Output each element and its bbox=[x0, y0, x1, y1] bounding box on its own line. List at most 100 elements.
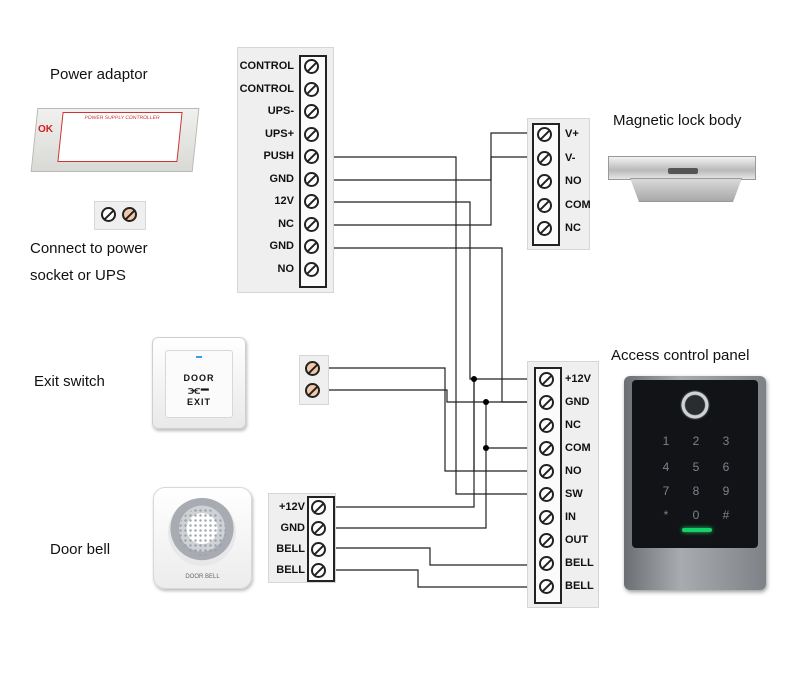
keypad-key: 3 bbox=[722, 434, 730, 448]
magnetic-lock-cable bbox=[668, 168, 698, 174]
power-terminal-label: UPS- bbox=[267, 105, 294, 117]
power-adaptor-logo: OK bbox=[38, 124, 53, 135]
power-terminal-label: UPS+ bbox=[264, 127, 294, 140]
power-terminal-label: PUSH bbox=[263, 150, 294, 162]
access-panel-label: Access control panel bbox=[611, 347, 750, 364]
power-adaptor-plate-title: POWER SUPPLY CONTROLLER bbox=[84, 115, 160, 121]
screw-icon bbox=[539, 579, 554, 594]
exit-switch-door-text: DOOR bbox=[183, 373, 215, 383]
keypad-key: * bbox=[663, 508, 669, 522]
wire-bell-1 bbox=[333, 547, 535, 566]
bell-terminal-label: BELL bbox=[276, 564, 305, 576]
panel-terminal-label: SW bbox=[565, 488, 583, 500]
screw-icon bbox=[304, 81, 319, 97]
power-adaptor-label-plate: POWER SUPPLY CONTROLLER bbox=[57, 112, 183, 162]
exit-switch-image: DOOR ⫘━ EXIT bbox=[152, 337, 246, 429]
lock-terminal-label: COM bbox=[565, 198, 591, 211]
screw-icon bbox=[304, 216, 319, 232]
screw-icon bbox=[304, 104, 319, 119]
wire-push-to-sw bbox=[325, 156, 535, 495]
keypad-key: 8 bbox=[692, 484, 700, 498]
power-terminal-label: NC bbox=[278, 217, 294, 230]
lock-terminal-label: NC bbox=[565, 222, 581, 234]
magnetic-lock-bracket bbox=[630, 178, 742, 202]
keypad-key: 7 bbox=[662, 484, 670, 498]
wire-exit-2 bbox=[322, 389, 535, 403]
junction-dot bbox=[483, 399, 489, 405]
keypad-key: 9 bbox=[722, 484, 730, 498]
wire-gnd-to-lock-vminus bbox=[325, 156, 535, 181]
screw-icon bbox=[304, 126, 319, 142]
screw-icon bbox=[305, 361, 320, 376]
bell-terminal-label: GND bbox=[280, 522, 305, 534]
power-adaptor-image: POWER SUPPLY CONTROLLER OK bbox=[26, 100, 206, 178]
screw-icon bbox=[539, 510, 554, 525]
lock-terminal-label: V- bbox=[565, 151, 576, 164]
keypad-key: 2 bbox=[692, 434, 700, 448]
screw-icon bbox=[539, 533, 554, 548]
power-terminal-label: 12V bbox=[274, 195, 294, 207]
door-bell-label: Door bell bbox=[50, 541, 111, 558]
keypad-key: # bbox=[722, 508, 730, 522]
junction-dot bbox=[483, 445, 489, 451]
screw-icon bbox=[304, 149, 319, 164]
exit-switch-label: Exit switch bbox=[34, 373, 105, 390]
wire-12v-to-panel bbox=[325, 201, 535, 380]
screw-icon bbox=[304, 194, 319, 209]
connect-to-power-line1: Connect to power bbox=[30, 240, 148, 257]
panel-terminal-label: BELL bbox=[565, 557, 594, 569]
screw-icon bbox=[304, 261, 319, 277]
panel-terminal-label: OUT bbox=[565, 534, 589, 546]
fingerprint-sensor-icon bbox=[680, 390, 710, 420]
screw-icon bbox=[537, 150, 552, 166]
lock-terminal-label: NO bbox=[565, 175, 582, 187]
panel-terminal-label: +12V bbox=[565, 373, 591, 385]
screw-icon bbox=[537, 221, 552, 236]
connect-to-power-line2: socket or UPS bbox=[30, 267, 126, 284]
screw-icon bbox=[537, 197, 552, 213]
wire-bell-12v bbox=[333, 379, 475, 508]
screw-icon bbox=[101, 207, 116, 222]
power-terminal-label: GND bbox=[269, 240, 294, 252]
keypad-key: 0 bbox=[692, 508, 700, 522]
door-bell-brand: DOOR BELL bbox=[185, 574, 220, 580]
junction-dot bbox=[471, 376, 477, 382]
door-bell-image: DOOR BELL bbox=[153, 487, 252, 589]
wire-bell-2 bbox=[333, 569, 535, 588]
screw-icon bbox=[304, 171, 319, 187]
exit-terminal-strip bbox=[299, 355, 329, 405]
keypad-key: 5 bbox=[692, 460, 700, 474]
screw-icon bbox=[539, 464, 554, 479]
panel-terminal-label: IN bbox=[565, 511, 576, 523]
magnetic-lock-label: Magnetic lock body bbox=[613, 112, 742, 129]
panel-terminal-label: NC bbox=[565, 419, 581, 431]
screw-icon bbox=[311, 563, 326, 578]
power-terminal-label: GND bbox=[269, 172, 294, 185]
screw-icon bbox=[304, 239, 319, 254]
power-terminal-label: NO bbox=[277, 262, 295, 275]
panel-terminal-label: COM bbox=[565, 442, 591, 454]
screw-icon bbox=[311, 542, 326, 557]
screw-icon bbox=[122, 207, 137, 222]
screw-icon bbox=[539, 487, 554, 502]
screw-icon bbox=[537, 174, 552, 189]
screw-icon bbox=[304, 59, 319, 74]
panel-terminal-label: GND bbox=[565, 396, 590, 408]
mains-connector bbox=[94, 201, 146, 230]
panel-terminal-label: BELL bbox=[565, 580, 594, 592]
screw-icon bbox=[539, 418, 554, 433]
magnetic-lock-image bbox=[608, 150, 756, 206]
screw-icon bbox=[537, 127, 552, 142]
power-terminal-label: CONTROL bbox=[239, 82, 294, 95]
door-bell-grille bbox=[178, 508, 226, 556]
keypad-key: 1 bbox=[662, 434, 670, 448]
exit-switch-led bbox=[196, 356, 202, 358]
exit-switch-exit-text: EXIT bbox=[186, 397, 211, 407]
keypad-key: 4 bbox=[662, 460, 670, 474]
screw-icon bbox=[539, 556, 554, 571]
wire-nc-to-lock-vplus bbox=[325, 132, 535, 226]
